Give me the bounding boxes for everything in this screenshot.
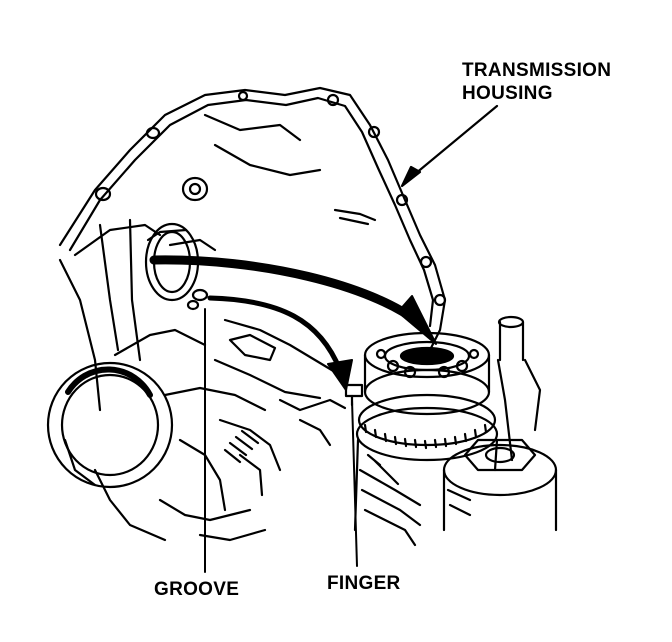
upper-arrow [149,255,437,345]
groove-label: GROOVE [154,579,240,600]
transmission-housing-label-line2: HOUSING [462,83,553,104]
lower-bearing-bore [46,361,174,489]
lower-arrow [207,295,353,391]
transmission-housing [58,86,447,542]
housing-pointer-arrow [400,104,499,188]
bearing-gear-assembly [353,315,558,547]
finger-leader-line [351,399,358,567]
transmission-housing-label: TRANSMISSION HOUSING [462,59,611,105]
transmission-housing-label-line1: TRANSMISSION [462,60,612,81]
finger-tab [344,383,364,407]
finger-label: FINGER [327,573,401,594]
